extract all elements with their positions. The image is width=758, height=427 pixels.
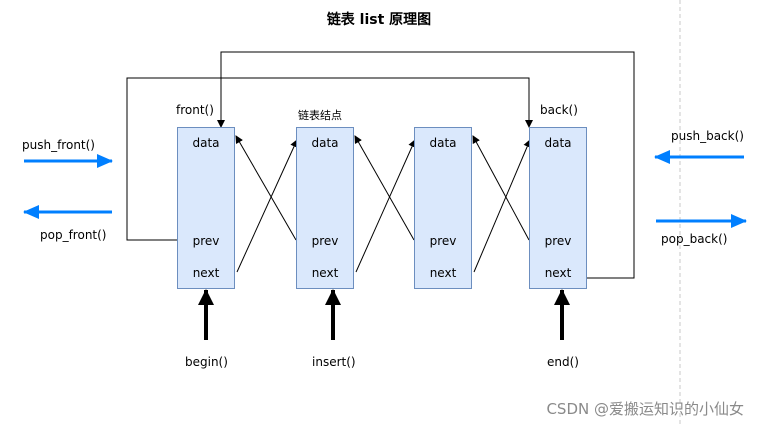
push-back-label: push_back()	[671, 129, 744, 143]
next-pointer-2	[355, 139, 416, 273]
watermark: CSDN @爱搬运知识的小仙女	[546, 400, 744, 418]
node-next-field: next	[192, 266, 220, 280]
end-label: end()	[547, 355, 579, 369]
prev-pointer-3	[354, 135, 415, 241]
loop-next-to-first	[217, 51, 635, 279]
next-pointer-3	[473, 139, 531, 273]
node-prev-field: prev	[311, 234, 339, 248]
push-front-label: push_front()	[22, 138, 95, 152]
prev-pointer-4	[472, 135, 530, 241]
list-node-1: data prev next	[177, 127, 235, 289]
prev-pointer-2	[235, 135, 297, 241]
list-node-4: data prev next	[529, 127, 587, 289]
pop-back-label: pop_back()	[661, 232, 728, 246]
back-label: back()	[540, 103, 578, 117]
node-data-field: data	[544, 136, 572, 150]
node-prev-field: prev	[429, 234, 457, 248]
loop-prev-to-last	[126, 77, 533, 241]
node-data-field: data	[311, 136, 339, 150]
begin-label: begin()	[185, 355, 228, 369]
insert-label: insert()	[312, 355, 356, 369]
node-caption: 链表结点	[298, 109, 342, 122]
list-node-3: data prev next	[414, 127, 472, 289]
node-next-field: next	[429, 266, 457, 280]
next-pointer-1	[236, 139, 298, 273]
node-data-field: data	[192, 136, 220, 150]
front-label: front()	[176, 103, 214, 117]
node-data-field: data	[429, 136, 457, 150]
node-prev-field: prev	[192, 234, 220, 248]
node-prev-field: prev	[544, 234, 572, 248]
node-next-field: next	[544, 266, 572, 280]
diagram-title: 链表 list 原理图	[326, 12, 432, 28]
node-next-field: next	[311, 266, 339, 280]
list-node-2: data prev next	[296, 127, 354, 289]
pop-front-label: pop_front()	[40, 228, 107, 242]
